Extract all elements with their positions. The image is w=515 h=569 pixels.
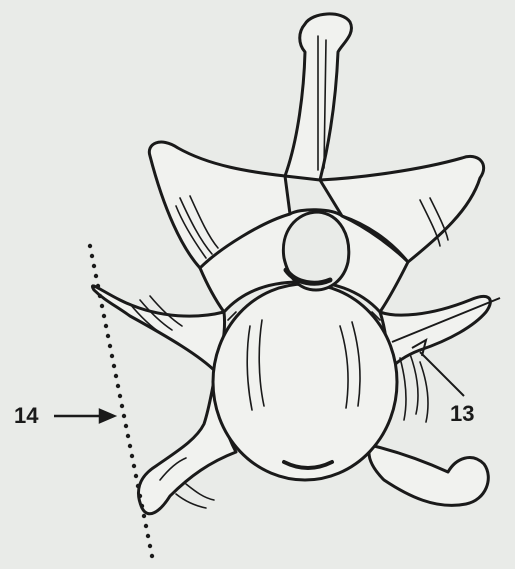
vertebral-body xyxy=(213,284,397,480)
arrow-14 xyxy=(54,410,114,422)
label-13: 13 xyxy=(450,403,474,425)
label-14: 14 xyxy=(14,405,38,427)
left-lateral-process xyxy=(92,286,224,372)
